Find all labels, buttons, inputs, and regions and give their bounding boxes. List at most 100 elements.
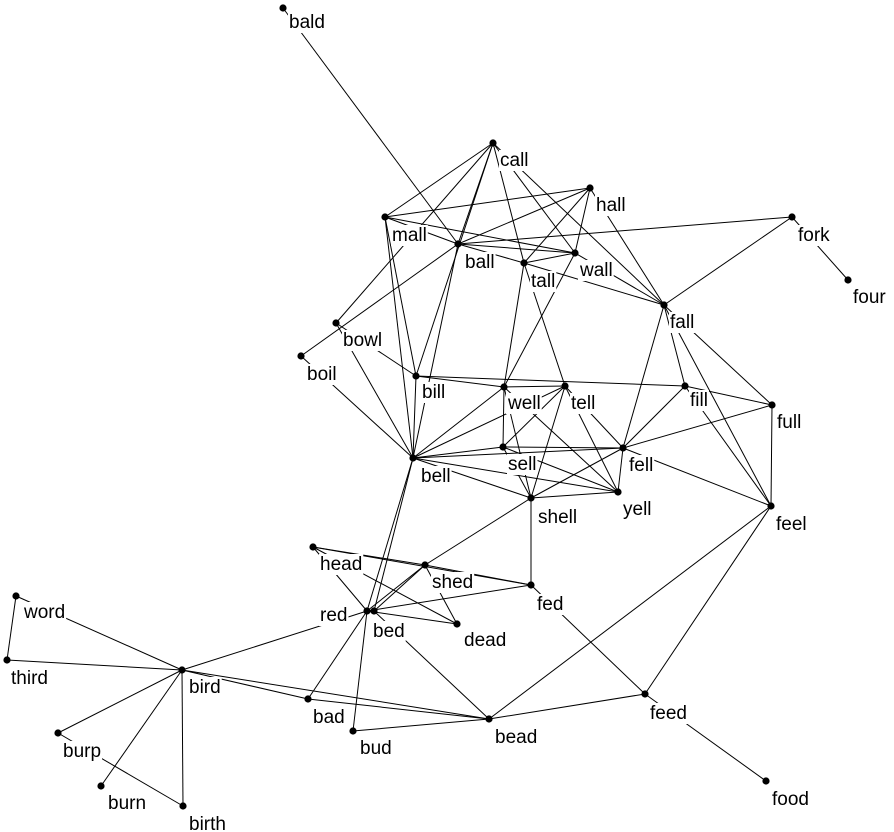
label-third: third <box>11 668 48 689</box>
node-fork <box>788 213 796 221</box>
node-yell <box>614 488 622 496</box>
label-shed: shed <box>432 572 473 593</box>
label-birth: birth <box>189 814 226 832</box>
edge-feel-bead <box>488 505 772 720</box>
label-feel: feel <box>776 514 807 535</box>
edge-well-tell <box>503 385 566 388</box>
edge-ball-boil <box>300 243 459 357</box>
label-background <box>107 793 148 814</box>
label-bird: bird <box>189 677 221 698</box>
edge-bird-birth <box>181 669 184 807</box>
label-background <box>797 225 832 246</box>
label-mall: mall <box>392 225 427 246</box>
edge-mall-bell <box>384 216 414 459</box>
edge-shell-shed <box>424 497 532 566</box>
edge-bell-bed <box>373 457 414 612</box>
node-shed <box>421 561 429 569</box>
label-background <box>463 630 508 651</box>
node-boil <box>297 352 305 360</box>
label-background <box>342 330 384 351</box>
label-fill: fill <box>690 390 708 411</box>
node-dead <box>453 620 461 628</box>
edge-fall-fill <box>663 304 686 387</box>
label-shell: shell <box>538 507 577 528</box>
edges-layer <box>6 7 849 807</box>
edge-red-bud <box>352 610 368 732</box>
label-hall: hall <box>596 195 626 216</box>
label-background <box>537 507 579 528</box>
label-background <box>372 621 406 642</box>
label-fell: fell <box>629 455 653 476</box>
edge-tell-sell <box>502 385 566 448</box>
node-fell <box>619 444 627 452</box>
label-background <box>10 668 49 689</box>
node-bird <box>178 666 186 674</box>
node-ball <box>454 240 462 248</box>
edge-bird-bead <box>181 669 490 720</box>
label-background <box>288 12 326 33</box>
node-tell <box>561 382 569 390</box>
label-full: full <box>777 412 801 433</box>
label-background <box>22 602 67 623</box>
edge-full-feel <box>770 404 773 507</box>
node-food <box>762 777 770 785</box>
label-tell: tell <box>571 393 595 414</box>
label-boil: boil <box>307 364 337 385</box>
edge-red-bad <box>307 610 368 700</box>
label-dead: dead <box>464 630 506 651</box>
edge-fell-shell <box>530 447 624 499</box>
edge-ball-fork <box>457 216 793 245</box>
label-background <box>649 703 688 724</box>
edge-bird-burn <box>100 669 183 787</box>
label-background <box>669 312 696 333</box>
nodes-layer <box>3 4 852 810</box>
edge-mall-wall <box>384 216 576 254</box>
node-fall <box>660 301 668 309</box>
edge-shell-yell <box>530 491 619 499</box>
edge-shed-fed <box>424 564 532 586</box>
edge-shed-bed <box>373 564 426 612</box>
label-background <box>421 382 447 403</box>
label-word: word <box>23 602 65 623</box>
node-well <box>500 383 508 391</box>
edge-bill-bell <box>412 375 417 459</box>
label-call: call <box>500 150 529 171</box>
node-sell <box>499 443 507 451</box>
label-bud: bud <box>360 738 392 759</box>
node-mall <box>381 213 389 221</box>
label-bowl: bowl <box>343 330 382 351</box>
edge-well-bell <box>412 386 505 459</box>
edge-bud-bead <box>352 718 490 732</box>
label-burp: burp <box>63 741 101 762</box>
edge-wall-well <box>503 252 576 388</box>
label-bad: bad <box>313 707 345 728</box>
node-bad <box>304 695 312 703</box>
label-background <box>507 454 538 475</box>
label-background <box>506 393 542 414</box>
label-tall: tall <box>531 271 555 292</box>
label-feed: feed <box>650 703 687 724</box>
edge-sell-fell <box>502 446 624 449</box>
label-background <box>306 364 338 385</box>
edge-call-mall <box>384 142 494 218</box>
label-background <box>62 741 103 762</box>
label-head: head <box>320 554 362 575</box>
label-food: food <box>772 789 809 810</box>
label-background <box>595 195 627 216</box>
label-sell: sell <box>508 454 537 475</box>
label-background <box>391 225 428 246</box>
label-background <box>776 412 803 433</box>
edge-fall-fell <box>622 304 665 449</box>
node-red <box>363 607 371 615</box>
node-tall <box>520 259 528 267</box>
edge-fell-yell <box>617 447 624 493</box>
label-background <box>431 572 475 593</box>
edge-hall-tall <box>523 187 591 264</box>
edge-feel-feed <box>644 505 772 695</box>
node-bed <box>370 607 378 615</box>
label-background <box>494 727 539 748</box>
label-background <box>319 605 349 626</box>
edge-shed-red <box>366 564 426 612</box>
edge-bell-red <box>366 457 414 612</box>
